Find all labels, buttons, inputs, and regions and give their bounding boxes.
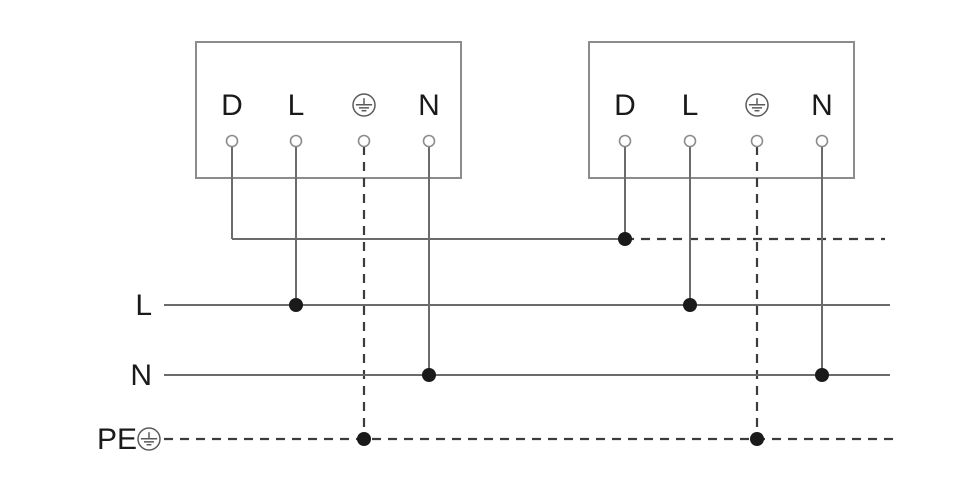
junction-L-right bbox=[683, 298, 697, 312]
junction-dot-group bbox=[289, 232, 829, 446]
terminal-label-left-D: D bbox=[221, 89, 243, 122]
junction-PE-left bbox=[357, 432, 371, 446]
terminal-label-right-D: D bbox=[614, 89, 636, 122]
earth-icon-circle bbox=[352, 93, 376, 117]
terminal-right-L[interactable] bbox=[683, 134, 697, 148]
terminal-label-right-N: N bbox=[811, 89, 833, 122]
earth-icon-circle bbox=[137, 427, 161, 451]
busbar-label-bus-L: L bbox=[135, 289, 152, 322]
terminal-label-left-L: L bbox=[288, 89, 305, 122]
wire-group bbox=[231, 146, 885, 439]
terminal-right-PE[interactable] bbox=[750, 134, 764, 148]
earth-icon-bus-PE bbox=[137, 427, 161, 451]
earth-icon-right-PE bbox=[745, 93, 769, 117]
terminal-left-L[interactable] bbox=[289, 134, 303, 148]
busbar-label-bus-N: N bbox=[130, 359, 152, 392]
busbar-label-bus-PE: PE bbox=[97, 423, 137, 456]
junction-D-right-terminal bbox=[618, 232, 632, 246]
device-enclosure-group bbox=[195, 41, 855, 179]
terminal-left-N[interactable] bbox=[422, 134, 436, 148]
device-box-device-right bbox=[588, 41, 855, 179]
label-group: D L N D L N L N PE bbox=[97, 89, 833, 456]
terminal-right-N[interactable] bbox=[815, 134, 829, 148]
junction-N-right bbox=[815, 368, 829, 382]
terminal-left-PE[interactable] bbox=[357, 134, 371, 148]
device-box-device-left bbox=[195, 41, 462, 179]
terminal-label-right-L: L bbox=[682, 89, 699, 122]
earth-icon-left-PE bbox=[352, 93, 376, 117]
terminal-right-D[interactable] bbox=[618, 134, 632, 148]
busbar-group bbox=[164, 304, 895, 441]
terminal-label-left-N: N bbox=[418, 89, 440, 122]
junction-N-left bbox=[422, 368, 436, 382]
terminal-group bbox=[225, 134, 829, 148]
junction-L-left bbox=[289, 298, 303, 312]
terminal-left-D[interactable] bbox=[225, 134, 239, 148]
earth-icon-circle bbox=[745, 93, 769, 117]
junction-PE-right bbox=[750, 432, 764, 446]
